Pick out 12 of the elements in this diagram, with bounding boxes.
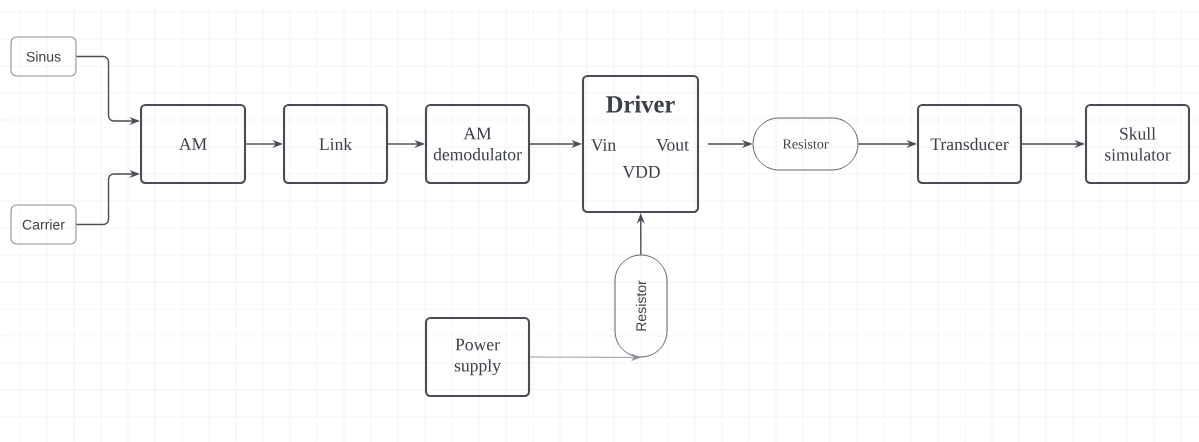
input-box: Carrier: [10, 204, 77, 245]
resistor-pill: Resistor: [614, 254, 668, 358]
process-box: Power supply: [424, 316, 531, 398]
driver-box: Driver Vin Vout VDD: [581, 74, 700, 214]
input-box: Sinus: [10, 36, 77, 77]
resistor-pill: Resistor: [752, 117, 859, 171]
process-box: AM: [139, 103, 247, 185]
arrow: [529, 354, 641, 361]
process-box: AM demodulator: [424, 103, 531, 185]
process-box: Link: [282, 103, 389, 185]
process-box: Transducer: [916, 103, 1023, 185]
process-box: Skull simulator: [1084, 103, 1191, 185]
